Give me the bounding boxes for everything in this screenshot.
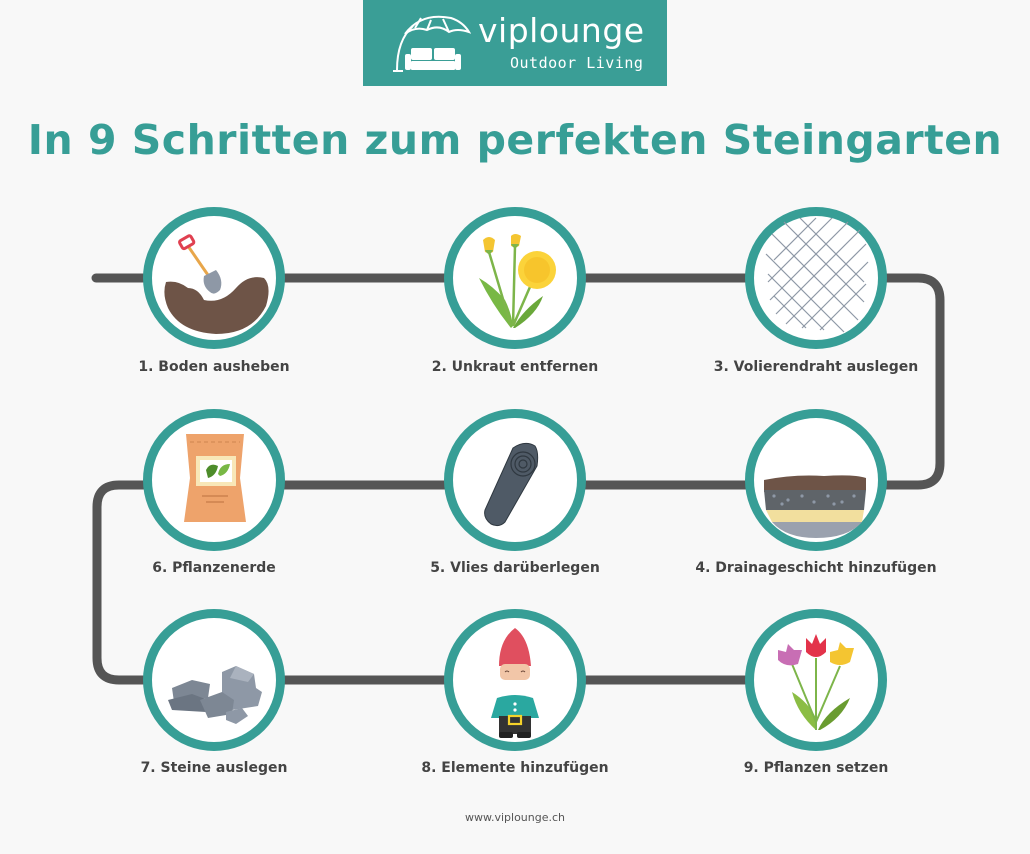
step-7-circle xyxy=(143,609,285,751)
step-6-label: 6. Pflanzenerde xyxy=(152,560,276,576)
footer-url: www.viplounge.ch xyxy=(464,811,566,824)
step-8-label: 8. Elemente hinzufügen xyxy=(421,760,609,776)
step-9-circle xyxy=(745,609,887,751)
step-2-label: 2. Unkraut entfernen xyxy=(431,359,599,375)
fleece-roll-icon xyxy=(484,442,539,527)
step-3-label: 3. Volierendraht auslegen xyxy=(713,359,919,375)
shovel-soil-icon xyxy=(164,234,269,334)
soil-bag-icon xyxy=(184,434,246,522)
step-4-label: 4. Drainageschicht hinzufügen xyxy=(695,560,937,576)
wire-mesh-icon xyxy=(765,217,869,333)
step-1-label: 1. Boden ausheben xyxy=(138,359,290,375)
dandelion-icon xyxy=(479,234,556,328)
page-title: In 9 Schritten zum perfekten Steingarten xyxy=(27,116,1003,164)
step-5-label: 5. Vlies darüberlegen xyxy=(430,560,600,576)
step-9-label: 9. Pflanzen setzen xyxy=(743,760,889,776)
step-2-circle xyxy=(444,207,586,349)
garden-gnome-icon xyxy=(491,628,539,738)
soil-layers-icon xyxy=(764,475,866,538)
step-1-circle xyxy=(143,207,285,349)
step-6-circle xyxy=(143,409,285,551)
step-8-circle xyxy=(444,609,586,751)
stones-icon xyxy=(168,666,262,724)
step-3-circle xyxy=(745,207,887,349)
step-4-circle xyxy=(745,409,887,551)
tulips-icon xyxy=(778,634,854,730)
logo-brand: viplounge xyxy=(478,11,645,50)
umbrella-sofa-icon xyxy=(393,15,471,72)
step-7-label: 7. Steine auslegen xyxy=(140,760,288,776)
step-5-circle xyxy=(444,409,586,551)
logo: viplounge Outdoor Living xyxy=(363,0,667,86)
logo-tagline: Outdoor Living xyxy=(510,54,644,72)
